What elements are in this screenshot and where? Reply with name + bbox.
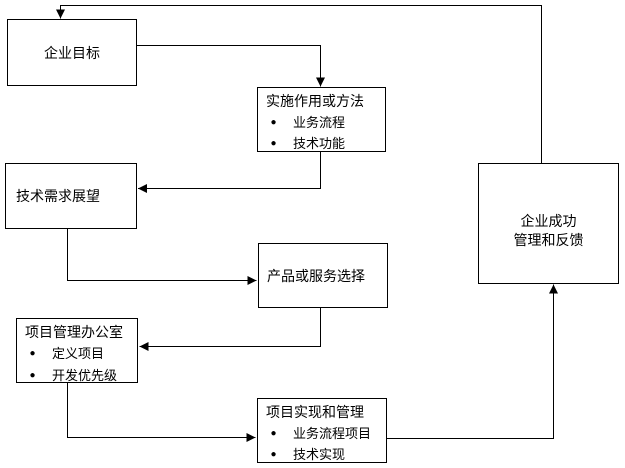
project-implementation-title: 项目实现和管理 xyxy=(266,404,364,420)
arrow-product-to-pmo xyxy=(139,308,321,351)
tech-requirements-label: 技术需求展望 xyxy=(16,188,100,204)
pmo-bullet-2: 开发优先级 xyxy=(52,368,118,383)
box-tech-requirements: 技术需求展望 xyxy=(5,163,137,229)
arrow-pmo-to-projimpl xyxy=(67,383,256,442)
list-item: ● 技术实现 xyxy=(266,446,384,462)
pmo-bullet-1: 定义项目 xyxy=(52,346,105,361)
implementation-bullet-2: 技术功能 xyxy=(293,136,346,151)
bullet-icon: ● xyxy=(270,449,277,460)
project-implementation-bullet-1: 业务流程项目 xyxy=(293,426,372,441)
list-item: ● 技术功能 xyxy=(266,135,383,151)
list-item: ● 开发优先级 xyxy=(25,367,135,383)
bullet-icon: ● xyxy=(29,370,36,381)
arrow-projimpl-to-success xyxy=(387,284,558,439)
list-item: ● 业务流程 xyxy=(266,114,383,131)
enterprise-success-label-line1: 企业成功 xyxy=(520,212,577,229)
enterprise-goals-label: 企业目标 xyxy=(44,44,100,61)
bullet-icon: ● xyxy=(270,428,277,439)
box-enterprise-success: 企业成功 管理和反馈 xyxy=(478,163,619,284)
project-implementation-bullet-2: 技术实现 xyxy=(293,447,346,462)
list-item: ● 业务流程项目 xyxy=(266,425,384,442)
product-selection-label: 产品或服务选择 xyxy=(267,267,365,284)
bullet-icon: ● xyxy=(270,117,277,128)
enterprise-success-label-line2: 管理和反馈 xyxy=(513,231,584,248)
box-enterprise-goals: 企业目标 xyxy=(7,19,137,86)
arrow-implementation-to-techreq xyxy=(138,152,321,193)
box-product-selection: 产品或服务选择 xyxy=(258,243,388,308)
box-pmo: 项目管理办公室 ● 定义项目 ● 开发优先级 xyxy=(16,318,138,383)
box-project-implementation: 项目实现和管理 ● 业务流程项目 ● 技术实现 xyxy=(257,398,387,463)
arrow-techreq-to-product xyxy=(67,229,257,285)
pmo-title: 项目管理办公室 xyxy=(25,324,123,340)
list-item: ● 定义项目 xyxy=(25,345,135,362)
bullet-icon: ● xyxy=(270,138,277,149)
bullet-icon: ● xyxy=(29,348,36,359)
arrow-goals-to-implementation xyxy=(137,45,325,87)
box-implementation-methods: 实施作用或方法 ● 业务流程 ● 技术功能 xyxy=(257,87,386,152)
implementation-bullet-1: 业务流程 xyxy=(293,115,346,130)
implementation-methods-title: 实施作用或方法 xyxy=(266,93,364,109)
